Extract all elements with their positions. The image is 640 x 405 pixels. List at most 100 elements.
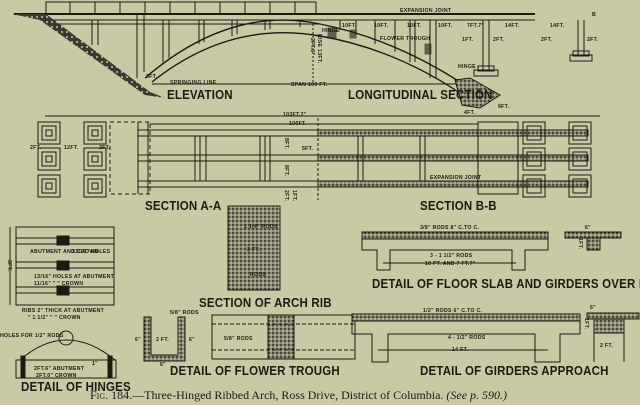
- hinge-crown-dim: 2FT.0" CROWN: [36, 373, 77, 379]
- span-label: SPAN 100 FT.: [291, 82, 328, 88]
- figure-number: Fig. 184.: [90, 388, 133, 402]
- flower-trough-title: DETAIL OF FLOWER TROUGH: [170, 364, 340, 378]
- hinge-holes-note: HOLES FOR 1/2" RODS: [0, 333, 64, 339]
- right-piers: [522, 121, 592, 198]
- girders-span: 14 FT.: [452, 347, 469, 353]
- abutment-dim-4ft: 4FT.: [464, 110, 476, 116]
- hinge-block: [327, 27, 337, 39]
- abutment-crown-label: ABUTMENT AND CROWN: [30, 249, 99, 255]
- holes-label: 13/16" HOLES: [72, 249, 111, 255]
- girders-approach-drawing: [351, 312, 640, 363]
- figure-page-reference: (See p. 590.): [446, 388, 508, 402]
- arch-rib-section-title: SECTION OF ARCH RIB: [199, 296, 332, 310]
- arch-extrados: [144, 19, 476, 93]
- edge-dim-1ft: 1FT.: [291, 190, 297, 202]
- floor-slab-bottom-rods: 3 - 1 1/2" RODS: [430, 253, 473, 259]
- ribs-note-line-1: RIBS 2" THICK AT ABUTMENT: [22, 308, 105, 314]
- hinges-detail-drawing: [15, 330, 117, 379]
- figure-caption: Fig. 184.—Three-Hinged Ribbed Arch, Ross…: [90, 388, 507, 403]
- section-bb-ribs: [317, 121, 589, 195]
- rib-spacing-1: 8FT.: [283, 138, 289, 150]
- rise-detail-label: 2FT.6": [309, 38, 315, 56]
- springing-line-label: SPRINGING LINE: [170, 80, 217, 86]
- arch-rib-width: 2 FT.: [247, 247, 261, 253]
- pier-footing-2: [569, 54, 593, 62]
- trough-wall-left: 6": [135, 337, 141, 343]
- longitudinal-section-title: LONGITUDINAL SECTION: [348, 88, 493, 102]
- elevation-drawing: [12, 1, 593, 109]
- panel-spacing-1: 10FT.: [342, 23, 357, 29]
- hinges-detail-title: DETAIL OF HINGES: [21, 380, 131, 394]
- hinge-plan-height-dim: 3FT.: [6, 260, 12, 272]
- hinge-1in-dim: 1": [92, 361, 98, 367]
- panel-spacing-5: 7FT.7": [467, 23, 485, 29]
- column-width-1: 1FT.: [462, 37, 474, 43]
- pier-dim-2ft-right: 2FT.: [99, 145, 111, 151]
- elevation-title: ELEVATION: [167, 88, 233, 102]
- holes-abutment-label: 13/16" HOLES AT ABUTMENT: [34, 274, 115, 280]
- section-mark-b: B: [592, 12, 597, 18]
- section-bb-title: SECTION B-B: [420, 199, 497, 213]
- flower-trough-drawing: [143, 314, 356, 362]
- arch-rib-top-rods: 1 1/4" RODS: [244, 224, 278, 230]
- trough-width-dim: 2 FT.: [156, 337, 170, 343]
- pier-dim-2ft-left: 2FT.: [30, 145, 42, 151]
- trough-rods-label: 5/8" RODS: [170, 310, 199, 316]
- abutment-concrete: [454, 77, 501, 109]
- girders-bottom-rods: 4 - 1/2" RODS: [448, 335, 486, 341]
- arch-rib-bottom-rods: RODS: [250, 272, 267, 278]
- plan-sections: [37, 115, 600, 200]
- arch-intrados: [151, 32, 471, 101]
- edge-dim-2ft: 2FT.: [283, 190, 289, 202]
- girders-top-rods: 1/2" RODS 6" C.TO C.: [423, 308, 483, 314]
- expansion-joint-label: EXPANSION JOINT: [400, 8, 452, 14]
- girders-side-depth: 1FT.: [583, 318, 589, 330]
- ribs-note-line-2: " 1 1/2" " " CROWN: [28, 315, 81, 321]
- girders-side-width: 2 FT.: [600, 343, 614, 349]
- floor-slab-side-thickness: 6": [585, 225, 591, 231]
- panel-spacing-2: 10FT.: [374, 23, 389, 29]
- column-width-2: 2FT.: [493, 37, 505, 43]
- trough-wall-right: 6": [189, 337, 195, 343]
- hinge-label-springing: HINGE: [458, 64, 476, 70]
- pier-footing-1: [473, 69, 499, 77]
- left-bank-earth: [12, 14, 165, 98]
- floor-slab-title: DETAIL OF FLOOR SLAB AND GIRDERS OVER RI…: [372, 277, 640, 291]
- floor-slab-drawing: [361, 231, 622, 271]
- section-aa-ribs: [137, 122, 319, 194]
- hinge-label-crown: HINGE: [322, 28, 340, 34]
- floor-slab-top-rods: 3/8" RODS 8" C.TO C.: [420, 225, 480, 231]
- section-aa-title: SECTION A-A: [145, 199, 222, 213]
- column-width-4: 2FT.: [587, 37, 599, 43]
- trough-plan-rods: 5/8" RODS: [224, 336, 253, 342]
- abutment-dim-9ft: 9FT.: [498, 104, 510, 110]
- railing: [45, 1, 317, 15]
- pier-dim-12ft: 12FT.: [64, 145, 79, 151]
- left-piers: [37, 121, 107, 198]
- rib-spacing-2: 8FT.: [283, 165, 289, 177]
- flower-trough-label: FLOWER TROUGH: [380, 36, 431, 42]
- figure-caption-text: —Three-Hinged Ribbed Arch, Ross Drive, D…: [132, 388, 444, 402]
- panel-spacing-3: 10FT.: [407, 23, 422, 29]
- trough-wall-bottom: 6": [160, 362, 166, 368]
- expansion-joint-plan-label: EXPANSION JOINT: [430, 175, 482, 181]
- panel-spacing-7: 14FT.: [550, 23, 565, 29]
- hinge-abutment-dim: 2FT.6" ABUTMENT: [34, 366, 85, 372]
- railing-posts: [69, 2, 296, 14]
- rise-label: RISE 13FT.: [316, 34, 322, 64]
- holes-crown-label: 11/16" " " CROWN: [34, 281, 84, 287]
- column-width-3: 2FT.: [541, 37, 553, 43]
- span-length-dim: 100FT.: [289, 121, 307, 127]
- floor-slab-side-depth: 1FT.: [577, 238, 583, 250]
- arch-rib-section-drawing: [227, 205, 281, 291]
- edge-dim-5ft: 5FT.: [302, 146, 314, 152]
- panel-spacing-4: 10FT.: [438, 23, 453, 29]
- abutment-outline: [109, 121, 151, 195]
- floor-slab-span: 10 FT. AND 7 FT.7": [425, 261, 476, 267]
- hinge-plan-drawing: [9, 226, 115, 306]
- overall-length-dim: 103FT.2": [283, 112, 307, 118]
- girders-side-thickness: 6": [590, 305, 596, 311]
- rib-depth-label: 3FT.: [146, 74, 158, 80]
- panel-spacing-6: 14FT.: [505, 23, 520, 29]
